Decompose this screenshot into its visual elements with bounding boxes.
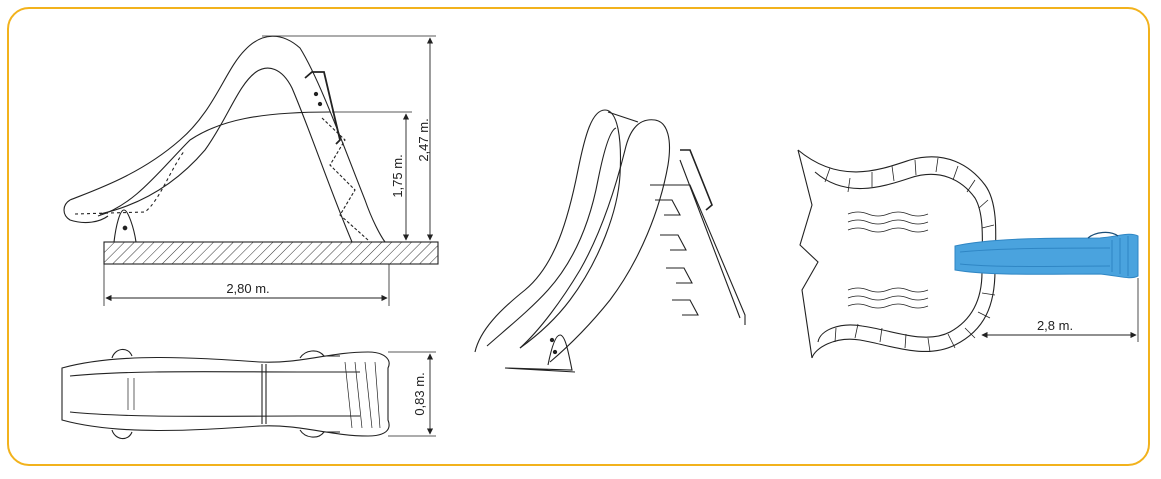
ladder-zigzag — [321, 117, 369, 241]
ground-base — [103, 241, 439, 265]
top-handle-left-top — [111, 348, 133, 359]
perspective-foot — [504, 334, 576, 373]
perspective-slide-lane — [486, 127, 617, 347]
perspective-outer — [474, 109, 621, 353]
top-inner-channel — [69, 371, 360, 417]
side-view — [63, 35, 439, 306]
projection-label: 2,8 m. — [1037, 318, 1073, 333]
total-height-label: 2,47 m. — [416, 118, 431, 161]
support-foot — [113, 209, 137, 243]
pool-coping-tiles — [824, 157, 996, 353]
top-handle-right-bottom — [299, 429, 340, 438]
slide-inner-profile — [99, 67, 353, 243]
top-handle-left-bottom — [111, 429, 133, 440]
slide-exit-lip — [63, 199, 109, 224]
top-handle-right-top — [299, 350, 340, 359]
length-label: 2,80 m. — [226, 281, 269, 296]
perspective-second-wall — [519, 119, 671, 363]
perspective-view — [474, 109, 746, 373]
slide-outer-profile — [69, 35, 386, 243]
top-view — [61, 348, 436, 440]
slide-bed — [97, 111, 331, 217]
top-outline — [61, 351, 390, 437]
water-waves-lower — [847, 287, 929, 309]
handrail — [304, 71, 341, 145]
platform-height-label: 1,75 m. — [390, 154, 405, 197]
perspective-ladder — [655, 199, 699, 316]
water-waves-upper — [847, 211, 929, 233]
diagram-frame — [7, 7, 1150, 466]
width-label: 0,83 m. — [412, 372, 427, 415]
perspective-handrail — [680, 149, 713, 211]
pool-break-line — [797, 149, 819, 359]
blue-slide-topview — [954, 231, 1139, 279]
